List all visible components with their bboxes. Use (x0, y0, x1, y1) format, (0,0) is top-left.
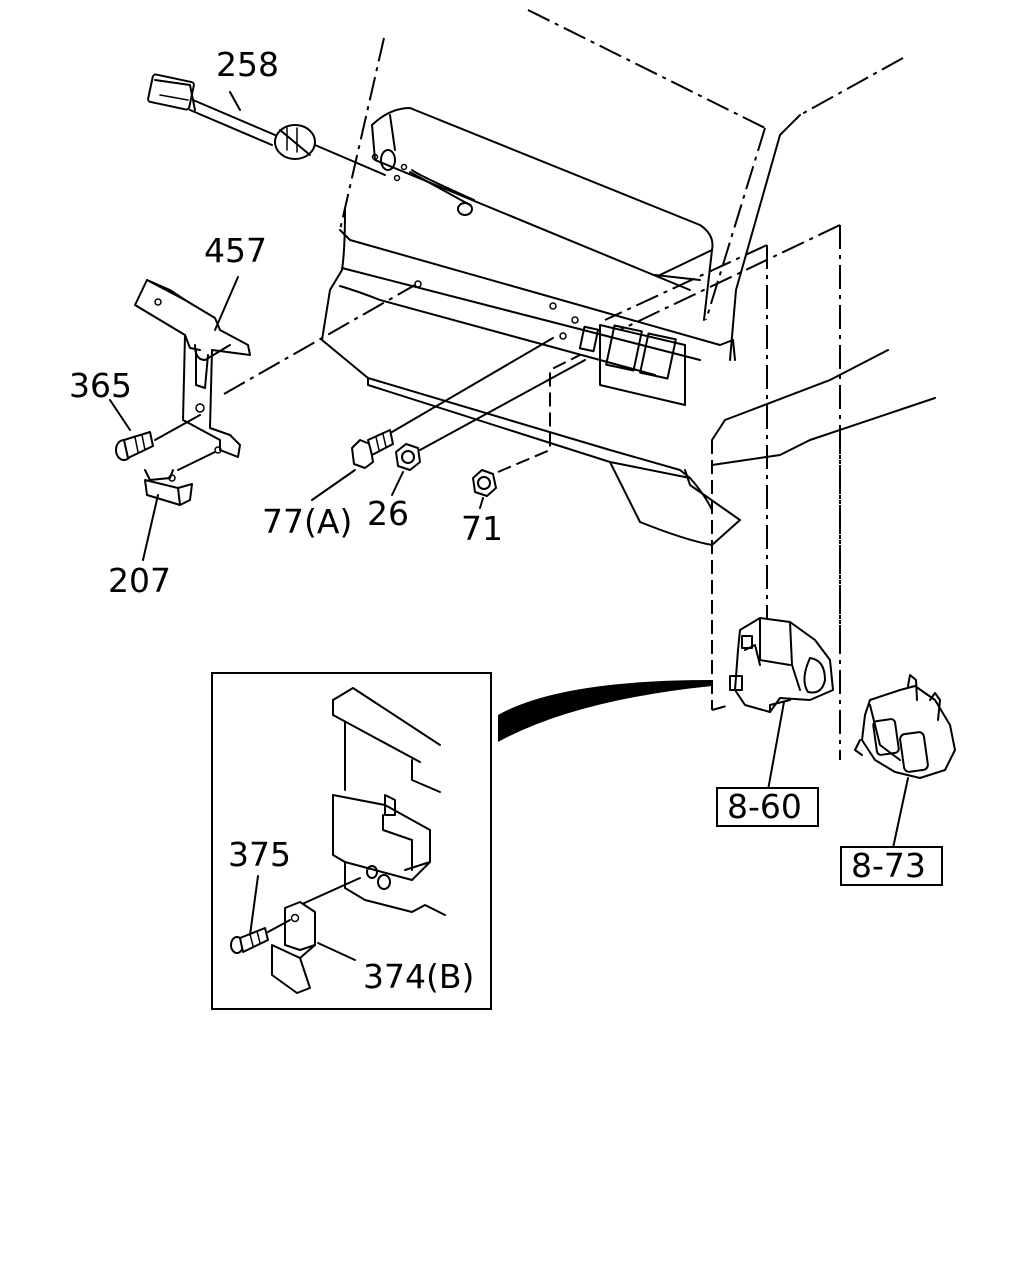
ref-box-8-60 (716, 787, 819, 827)
cab-front-panel (321, 9, 936, 546)
inset-detail (211, 672, 712, 1010)
part-71-nut (472, 354, 581, 509)
part-365-bolt (109, 399, 201, 461)
label-ref-8-60: 8-60 (727, 787, 802, 826)
connector-8-73 (854, 674, 956, 849)
ref-box-8-73 (840, 846, 943, 886)
detail-pointer (498, 680, 712, 742)
part-258-harness (147, 73, 386, 176)
label-26: 26 (367, 494, 409, 533)
label-365: 365 (69, 366, 132, 405)
label-375: 375 (228, 835, 291, 874)
label-457: 457 (204, 231, 267, 270)
part-457-bracket (134, 276, 416, 458)
label-71: 71 (461, 509, 503, 548)
connector-8-60 (729, 617, 834, 791)
label-ref-8-73: 8-73 (851, 846, 926, 885)
reference-chain-lines (604, 224, 841, 760)
label-207: 207 (108, 561, 171, 600)
part-207-switch (142, 451, 216, 561)
label-77a: 77(A) (262, 502, 352, 541)
label-258: 258 (216, 45, 279, 84)
part-26-nut (391, 359, 586, 496)
part-77a-bolt (311, 337, 554, 501)
label-374b: 374(B) (363, 957, 474, 996)
